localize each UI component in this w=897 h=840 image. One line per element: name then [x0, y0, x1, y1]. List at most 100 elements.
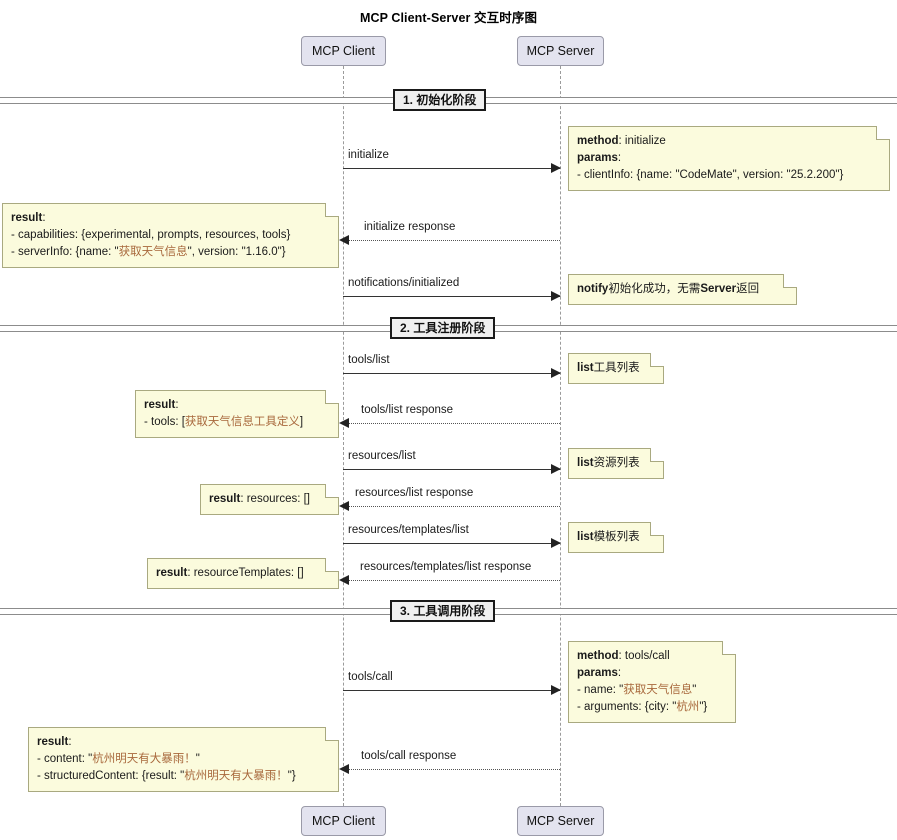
participant-server-footer[interactable]: MCP Server [517, 806, 604, 836]
note-value: " [692, 684, 697, 696]
note-key: result [156, 567, 188, 579]
note-line: list资源列表 [577, 455, 654, 472]
note-key: result [209, 493, 241, 505]
section-label-register: 2. 工具注册阶段 [390, 317, 496, 339]
note-key: list [577, 457, 594, 469]
message-arrow-tools-call [343, 690, 560, 691]
note-list-resources: list资源列表 [568, 448, 664, 479]
note-notify: notify初始化成功，无需Server返回 [568, 274, 797, 305]
note-line: result: resourceTemplates: [] [156, 565, 329, 582]
note-value: - content: " [37, 753, 93, 765]
note-value: : initialize [618, 135, 666, 147]
message-label-tools-call-response: tools/call response [361, 750, 457, 762]
arrow-head-tools-call-response [339, 764, 349, 774]
participant-server-header[interactable]: MCP Server [517, 36, 604, 66]
note-line: params: [577, 665, 726, 682]
note-line: - tools: [获取天气信息工具定义] [144, 414, 329, 431]
message-arrow-notifications-initialized [343, 296, 560, 297]
note-value-cn: 获取天气信息 [118, 246, 188, 258]
arrow-head-resources-templates-list-response [339, 575, 349, 585]
arrow-head-tools-list-response [339, 418, 349, 428]
note-key: method [577, 135, 619, 147]
arrow-head-notifications-initialized [551, 291, 561, 301]
note-value: - structuredContent: {result: " [37, 770, 185, 782]
note-line: result: [11, 210, 329, 227]
note-line: - structuredContent: {result: "杭州明天有大暴雨！… [37, 768, 329, 785]
message-arrow-initialize-response [348, 240, 560, 241]
message-label-resources-templates-list-response: resources/templates/list response [360, 561, 532, 573]
note-line: - serverInfo: {name: "获取天气信息", version: … [11, 244, 329, 261]
message-label-tools-list: tools/list [348, 354, 390, 366]
message-arrow-resources-templates-list [343, 543, 560, 544]
note-value: : [617, 152, 622, 164]
note-value: - tools: [ [144, 416, 185, 428]
note-value: - arguments: {city: " [577, 701, 677, 713]
note-value: - serverInfo: {name: " [11, 246, 119, 258]
note-value-cn: 获取天气信息 [623, 684, 693, 696]
note-tools-call-request: method: tools/call params: - name: "获取天气… [568, 641, 736, 723]
note-line: result: [144, 397, 329, 414]
note-line: result: [37, 734, 329, 751]
lifeline-client [343, 66, 344, 806]
note-value: : resourceTemplates: [] [187, 567, 304, 579]
arrow-head-tools-call [551, 685, 561, 695]
note-line: method: initialize [577, 133, 880, 150]
note-value: "} [699, 701, 708, 713]
message-label-resources-list: resources/list [348, 450, 416, 462]
message-arrow-tools-list [343, 373, 560, 374]
arrow-head-resources-templates-list [551, 538, 561, 548]
note-key: params [577, 152, 618, 164]
message-arrow-resources-templates-list-response [348, 580, 560, 581]
note-key: list [577, 362, 594, 374]
message-arrow-initialize [343, 168, 560, 169]
arrow-head-initialize-response [339, 235, 349, 245]
message-arrow-resources-list-response [348, 506, 560, 507]
note-value-cn: 杭州 [676, 701, 700, 713]
note-initialize-request: method: initialize params: - clientInfo:… [568, 126, 890, 191]
note-list-tools: list工具列表 [568, 353, 664, 384]
note-key: method [577, 650, 619, 662]
note-value: : [68, 736, 72, 748]
section-label-init: 1. 初始化阶段 [393, 89, 487, 111]
note-value: 模板列表 [593, 531, 640, 543]
message-arrow-tools-list-response [348, 423, 560, 424]
note-value: - name: " [577, 684, 624, 696]
note-tools-call-result: result: - content: "杭州明天有大暴雨！" - structu… [28, 727, 339, 792]
arrow-head-resources-list [551, 464, 561, 474]
message-label-initialize-response: initialize response [364, 221, 456, 233]
note-line: notify初始化成功，无需Server返回 [577, 281, 787, 298]
note-value: : [617, 667, 622, 679]
note-value: 资源列表 [593, 457, 640, 469]
note-value-cn: 杭州明天有大暴雨！ [184, 770, 288, 782]
note-value: 返回 [736, 283, 760, 295]
message-label-initialize: initialize [348, 149, 389, 161]
arrow-head-tools-list [551, 368, 561, 378]
participant-client-header[interactable]: MCP Client [301, 36, 386, 66]
note-line: - name: "获取天气信息" [577, 682, 726, 699]
note-key: list [577, 531, 594, 543]
note-key: result [144, 399, 176, 411]
arrow-head-resources-list-response [339, 501, 349, 511]
note-value: : [42, 212, 46, 224]
message-label-resources-templates-list: resources/templates/list [348, 524, 469, 536]
message-label-tools-list-response: tools/list response [361, 404, 454, 416]
note-value: : tools/call [618, 650, 670, 662]
message-arrow-resources-list [343, 469, 560, 470]
section-label-invoke: 3. 工具调用阶段 [390, 600, 496, 622]
note-list-templates: list模板列表 [568, 522, 664, 553]
note-line: - content: "杭州明天有大暴雨！" [37, 751, 329, 768]
participant-client-footer[interactable]: MCP Client [301, 806, 386, 836]
arrow-head-initialize [551, 163, 561, 173]
note-line: result: resources: [] [209, 491, 329, 508]
note-value: " [195, 753, 200, 765]
message-arrow-tools-call-response [348, 769, 560, 770]
note-line: method: tools/call [577, 648, 726, 665]
note-key: result [37, 736, 69, 748]
message-label-notifications-initialized: notifications/initialized [348, 277, 460, 289]
note-value: ", version: "1.16.0"} [187, 246, 286, 258]
note-value-cn: 杭州明天有大暴雨！ [92, 753, 196, 765]
note-value: : resources: [] [240, 493, 310, 505]
note-value: ] [299, 416, 304, 428]
note-key: result [11, 212, 43, 224]
